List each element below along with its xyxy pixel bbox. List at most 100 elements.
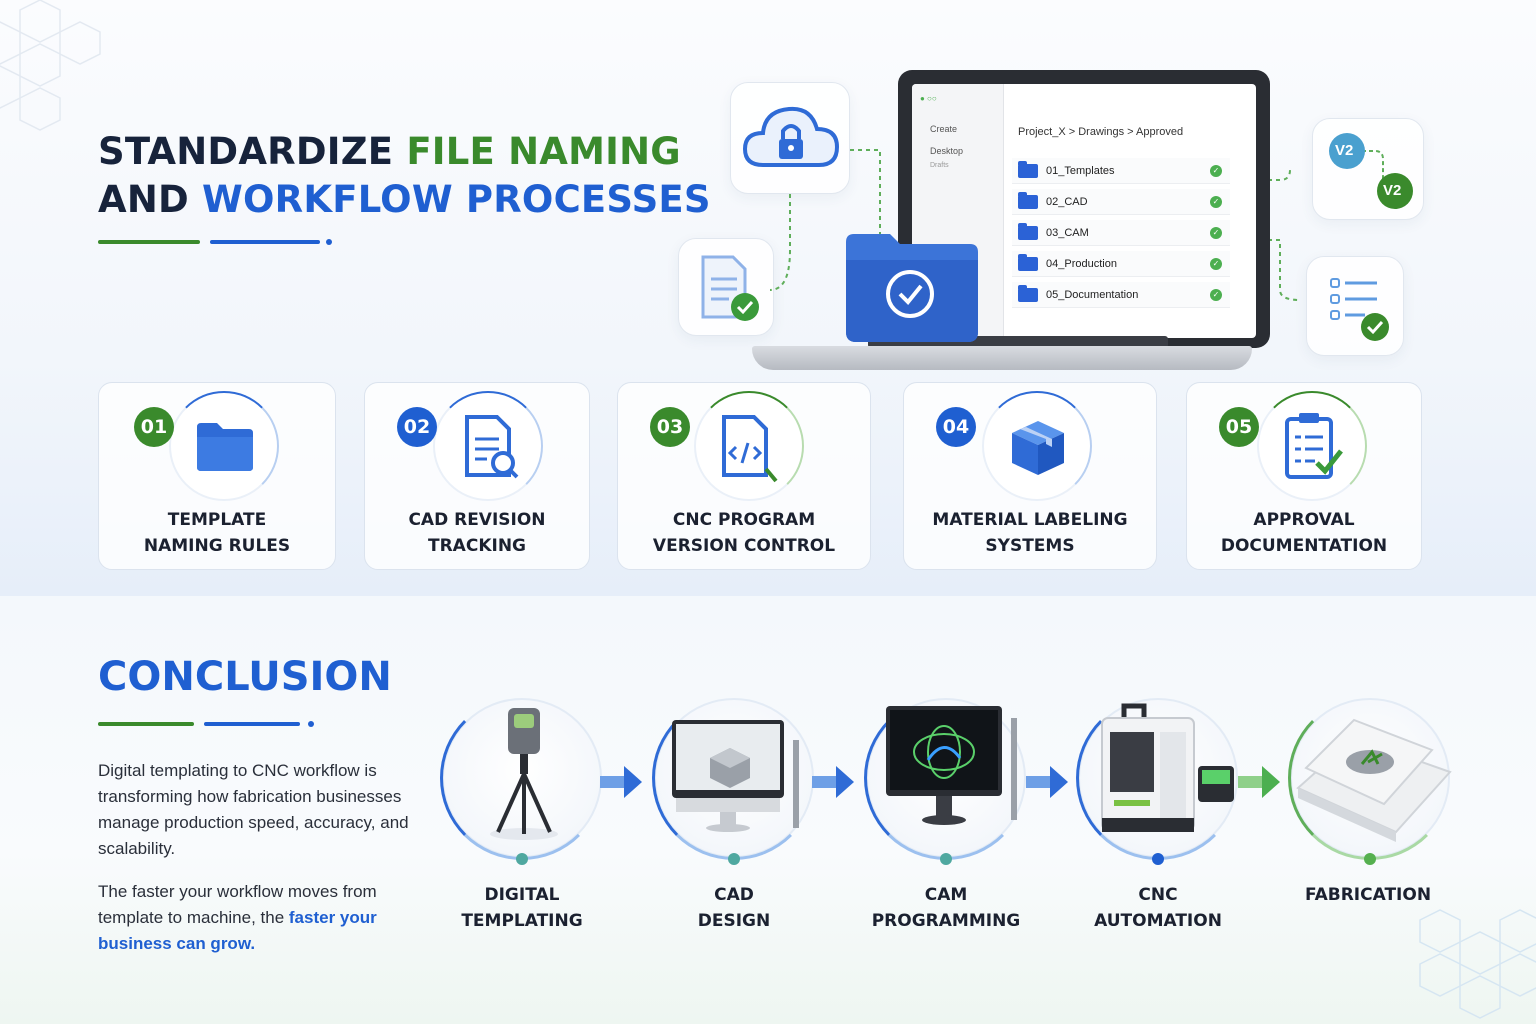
step-card-approval-docs: 05 APPROVAL DOCUMENTATION xyxy=(1186,382,1422,570)
step-label-line: DOCUMENTATION xyxy=(1220,536,1388,556)
process-step-cnc-automation xyxy=(1076,696,1240,860)
flow-arrow-icon xyxy=(1238,766,1280,798)
process-label: CAM PROGRAMMING xyxy=(846,882,1046,934)
step-label: CAD REVISION TRACKING xyxy=(365,507,589,559)
process-label: DIGITAL TEMPLATING xyxy=(422,882,622,934)
step-number-badge: 04 xyxy=(936,407,976,447)
divider-green xyxy=(98,240,200,244)
process-label: CNC AUTOMATION xyxy=(1058,882,1258,934)
folder-icon xyxy=(1018,223,1038,240)
step-label-line: MATERIAL LABELING xyxy=(932,510,1128,530)
step-card-cnc-version: 03 CNC PROGRAM VERSION CONTROL xyxy=(617,382,871,570)
step-number-badge: 03 xyxy=(650,407,690,447)
process-label-line: CNC xyxy=(1138,885,1178,905)
big-folder-check-icon xyxy=(846,234,978,342)
step-label: MATERIAL LABELING SYSTEMS xyxy=(904,507,1156,559)
folder-icon xyxy=(1018,285,1038,302)
step-label-line: TEMPLATE xyxy=(167,510,267,530)
check-icon: ✓ xyxy=(1210,165,1222,177)
step-dot xyxy=(728,853,740,865)
process-step-digital-templating xyxy=(440,696,604,860)
step-number-badge: 05 xyxy=(1219,407,1259,447)
step-label-line: TRACKING xyxy=(428,536,526,556)
sidebar-item[interactable]: Create xyxy=(930,124,958,134)
breadcrumb: Project_X > Drawings > Approved xyxy=(1018,126,1184,138)
divider-dot xyxy=(308,721,314,727)
folder-row[interactable]: 04_Production ✓ xyxy=(1012,251,1230,277)
step-label-line: NAMING RULES xyxy=(143,536,291,556)
conclusion-paragraph: The faster your workflow moves from temp… xyxy=(98,879,418,957)
hexagon-pattern-icon xyxy=(1419,909,1536,1019)
folder-row[interactable]: 05_Documentation ✓ xyxy=(1012,282,1230,308)
process-label-line: DESIGN xyxy=(697,911,771,931)
flow-arrow-icon xyxy=(812,766,854,798)
process-label-line: AUTOMATION xyxy=(1094,911,1222,931)
version-card: V2 V2 xyxy=(1312,118,1424,220)
title-part: AND xyxy=(98,178,202,221)
folder-name: 05_Documentation xyxy=(1046,289,1139,301)
step-dot xyxy=(516,853,528,865)
sidebar-item[interactable]: Drafts xyxy=(930,162,949,169)
conclusion-title: CONCLUSION xyxy=(98,654,392,700)
folder-row[interactable]: 03_CAM ✓ xyxy=(1012,220,1230,246)
checklist-icon xyxy=(1330,278,1389,341)
folder-name: 01_Templates xyxy=(1046,165,1115,177)
process-step-fabrication xyxy=(1288,696,1452,860)
step-label-line: CAD REVISION xyxy=(408,510,546,530)
conclusion-paragraph: Digital templating to CNC workflow is tr… xyxy=(98,761,409,858)
folder-name: 02_CAD xyxy=(1046,196,1088,208)
title-highlight-blue: WORKFLOW PROCESSES xyxy=(202,178,711,221)
package-box-icon xyxy=(1012,421,1064,475)
check-icon: ✓ xyxy=(1210,227,1222,239)
hexagon-pattern-icon xyxy=(0,0,101,131)
step-card-template-naming: 01 TEMPLATE NAMING RULES xyxy=(98,382,336,570)
step-number-badge: 02 xyxy=(397,407,437,447)
process-label-line: FABRICATION xyxy=(1304,885,1432,905)
version-flow-icon xyxy=(1329,133,1413,209)
folder-row[interactable]: 02_CAD ✓ xyxy=(1012,189,1230,215)
process-step-cam-programming xyxy=(864,696,1028,860)
process-label-line: DIGITAL xyxy=(484,885,560,905)
check-icon: ✓ xyxy=(1210,258,1222,270)
divider-green xyxy=(98,722,194,726)
monitor-cad-icon xyxy=(672,720,799,832)
tripod-scanner-icon xyxy=(490,708,558,840)
step-label: APPROVAL DOCUMENTATION xyxy=(1187,507,1421,559)
version-badge: V2 xyxy=(1335,142,1354,159)
title-part: STANDARDIZE xyxy=(98,130,407,173)
clipboard-check-icon xyxy=(1285,413,1343,479)
folder-row[interactable]: 01_Templates ✓ xyxy=(1012,158,1230,184)
step-dot xyxy=(1152,853,1164,865)
flow-arrow-icon xyxy=(600,766,642,798)
cam-screen-icon xyxy=(886,706,1017,825)
paragraph-highlight: faster your business can grow. xyxy=(98,908,377,953)
check-icon: ✓ xyxy=(1210,196,1222,208)
divider-blue xyxy=(210,240,320,244)
document-check-icon xyxy=(701,255,759,321)
step-label-line: SYSTEMS xyxy=(985,536,1075,556)
step-card-cad-revision: 02 CAD REVISION TRACKING xyxy=(364,382,590,570)
sidebar-item[interactable]: Desktop xyxy=(930,146,964,156)
checklist-card xyxy=(1306,256,1404,356)
step-label: CNC PROGRAM VERSION CONTROL xyxy=(618,507,870,559)
stone-slab-icon xyxy=(1296,718,1452,842)
process-label-line: CAM xyxy=(924,885,968,905)
divider-blue xyxy=(204,722,300,726)
folder-name: 03_CAM xyxy=(1046,227,1089,239)
connector-lines xyxy=(769,149,1301,301)
document-approved-card xyxy=(678,238,774,336)
code-file-icon xyxy=(722,415,778,483)
step-label-line: VERSION CONTROL xyxy=(652,536,836,556)
process-step-cad-design xyxy=(652,696,816,860)
step-label-line: APPROVAL xyxy=(1253,510,1355,530)
document-search-icon xyxy=(465,415,519,479)
check-icon: ✓ xyxy=(1210,289,1222,301)
title-highlight-green: FILE NAMING xyxy=(406,130,681,173)
step-label-line: CNC PROGRAM xyxy=(672,510,816,530)
paragraph-text: The faster your workflow moves from temp… xyxy=(98,882,377,927)
laptop-base xyxy=(752,346,1252,370)
folder-icon xyxy=(1018,192,1038,209)
cloud-security-card xyxy=(730,82,850,194)
step-number-badge: 01 xyxy=(134,407,174,447)
process-label: CAD DESIGN xyxy=(634,882,834,934)
